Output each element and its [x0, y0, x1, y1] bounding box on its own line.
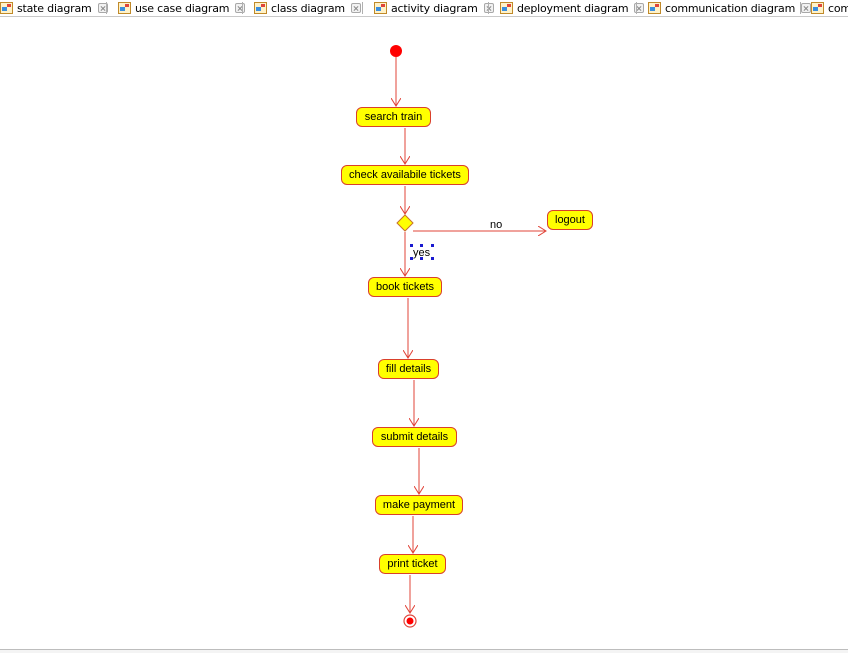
- diagram-tab-bar: state diagram use case diagram class dia…: [0, 0, 848, 17]
- action-fill-details[interactable]: fill details: [378, 359, 439, 379]
- initial-node[interactable]: [390, 45, 402, 57]
- diagram-icon: [254, 1, 268, 15]
- guard-label-no[interactable]: no: [490, 219, 503, 231]
- tab-label: activity diagram: [391, 1, 478, 15]
- tab-communication-diagram[interactable]: communication diagram: [648, 0, 812, 16]
- diagram-icon: [374, 1, 388, 15]
- selection-handle[interactable]: [420, 244, 423, 247]
- tab-separator: [636, 2, 637, 14]
- action-submit-details[interactable]: submit details: [372, 427, 457, 447]
- tab-separator: [488, 2, 489, 14]
- tab-class-diagram[interactable]: class diagram: [254, 0, 361, 16]
- diagram-icon: [811, 1, 825, 15]
- close-icon[interactable]: [350, 3, 361, 13]
- close-icon[interactable]: [235, 3, 246, 13]
- diagram-icon: [648, 1, 662, 15]
- selection-handle[interactable]: [420, 257, 423, 260]
- tab-label: communication diagram: [665, 1, 796, 15]
- close-icon[interactable]: [634, 3, 645, 13]
- close-icon[interactable]: [801, 3, 812, 13]
- tab-separator: [242, 2, 243, 14]
- action-logout[interactable]: logout: [547, 210, 593, 230]
- tab-use-case-diagram[interactable]: use case diagram: [118, 0, 246, 16]
- tab-separator: [362, 2, 363, 14]
- tab-truncated[interactable]: com: [811, 0, 848, 16]
- final-node[interactable]: [403, 614, 417, 628]
- action-check-available-tickets[interactable]: check availabile tickets: [341, 165, 469, 185]
- tab-label: state diagram: [17, 1, 92, 15]
- action-print-ticket[interactable]: print ticket: [379, 554, 446, 574]
- diagram-icon: [0, 1, 14, 15]
- action-search-train[interactable]: search train: [356, 107, 431, 127]
- selection-handle[interactable]: [410, 257, 413, 260]
- tab-state-diagram[interactable]: state diagram: [0, 0, 108, 16]
- tab-label: use case diagram: [135, 1, 230, 15]
- canvas-bottom-border: [0, 649, 848, 653]
- guard-label-yes[interactable]: yes: [413, 247, 431, 259]
- selection-handle[interactable]: [431, 257, 434, 260]
- diagram-icon: [500, 1, 514, 15]
- tab-label: deployment diagram: [517, 1, 629, 15]
- tab-label: class diagram: [271, 1, 345, 15]
- diagram-icon: [118, 1, 132, 15]
- action-book-tickets[interactable]: book tickets: [368, 277, 442, 297]
- selection-handle[interactable]: [410, 244, 413, 247]
- tab-separator: [800, 2, 801, 14]
- close-icon[interactable]: [97, 3, 108, 13]
- selection-handle[interactable]: [431, 244, 434, 247]
- tab-separator: [106, 2, 107, 14]
- decision-node[interactable]: [396, 214, 414, 232]
- tab-deployment-diagram[interactable]: deployment diagram: [500, 0, 645, 16]
- tab-label: com: [828, 1, 848, 15]
- action-make-payment[interactable]: make payment: [375, 495, 463, 515]
